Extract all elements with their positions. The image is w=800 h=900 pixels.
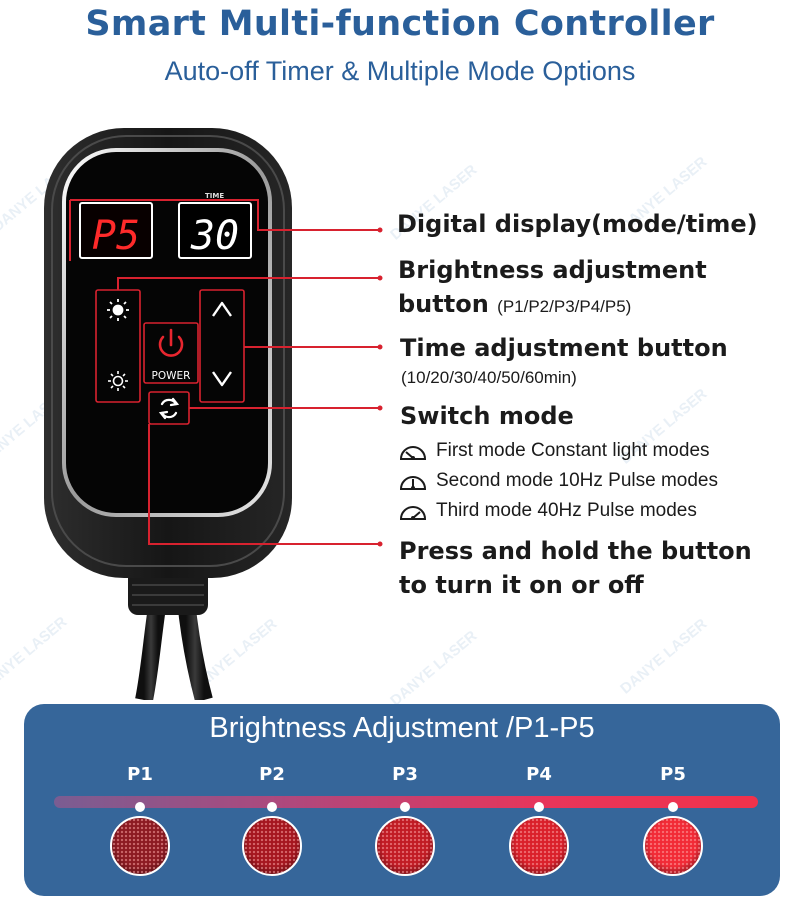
watermark: DANYE LASER	[387, 627, 481, 710]
brightness-panel-title: Brightness Adjustment /P1-P5	[209, 712, 595, 744]
level-label: P4	[526, 764, 552, 785]
watermark: DANYE LASER	[0, 153, 83, 236]
mode-item-third: Third mode 40Hz Pulse modes	[398, 500, 697, 522]
brightness-swatch-p5	[643, 816, 703, 876]
mode-item-label: First mode Constant light modes	[436, 440, 710, 461]
time-callout-title: Time adjustment button	[400, 334, 728, 362]
mode-item-label: Third mode 40Hz Pulse modes	[436, 500, 697, 521]
watermark: DANYE LASER	[0, 385, 71, 468]
mode-item-first: First mode Constant light modes	[398, 440, 710, 462]
level-marker-p2: P2	[232, 764, 312, 812]
brightness-panel: Brightness Adjustment /P1-P5 P1 P2 P3 P4…	[24, 704, 780, 896]
level-marker-p4: P4	[499, 764, 579, 812]
power-icon	[158, 328, 184, 357]
gauge-low-icon	[399, 446, 427, 460]
brightness-down-button[interactable]	[98, 358, 138, 400]
time-display	[178, 202, 252, 259]
watermark: DANYE LASER	[187, 615, 281, 698]
brightness-swatch-p2	[242, 816, 302, 876]
chevron-down-icon	[212, 371, 232, 387]
mode-item-second: Second mode 10Hz Pulse modes	[398, 470, 718, 492]
level-label: P3	[392, 764, 418, 785]
sun-dim-icon	[108, 371, 128, 391]
power-callout-line2: to turn it on or off	[399, 571, 644, 599]
level-label: P5	[660, 764, 686, 785]
level-dot	[135, 802, 145, 812]
time-caption: TIME	[205, 192, 224, 200]
mode-item-label: Second mode 10Hz Pulse modes	[436, 470, 718, 491]
page-title: Smart Multi-function Controller	[85, 4, 715, 44]
brightness-up-button[interactable]	[98, 292, 138, 336]
brightness-swatch-p3	[375, 816, 435, 876]
page-subtitle: Auto-off Timer & Multiple Mode Options	[164, 56, 636, 86]
gauge-mid-icon	[399, 476, 427, 490]
level-dot	[534, 802, 544, 812]
gauge-high-icon	[399, 506, 427, 520]
brightness-callout-title: Brightness adjustment	[398, 256, 707, 284]
brightness-callout-button-word: button	[398, 290, 489, 318]
power-callout-line1: Press and hold the button	[399, 537, 752, 565]
chevron-up-icon	[212, 301, 232, 317]
level-dot	[668, 802, 678, 812]
sun-bright-icon	[107, 299, 129, 321]
display-callout: Digital display(mode/time)	[397, 210, 758, 238]
power-button[interactable]: POWER	[143, 322, 199, 384]
watermark: DANYE LASER	[0, 613, 71, 696]
level-marker-p5: P5	[633, 764, 713, 812]
refresh-icon	[158, 397, 180, 420]
mode-display	[79, 202, 153, 259]
time-down-button[interactable]	[202, 358, 242, 400]
level-dot	[400, 802, 410, 812]
mode-readout: P5	[92, 213, 140, 259]
level-label: P1	[127, 764, 153, 785]
watermark: DANYE LASER	[617, 615, 711, 698]
level-dot	[267, 802, 277, 812]
time-up-button[interactable]	[202, 292, 242, 336]
brightness-swatch-p4	[509, 816, 569, 876]
level-marker-p3: P3	[365, 764, 445, 812]
level-marker-p1: P1	[100, 764, 180, 812]
level-label: P2	[259, 764, 285, 785]
brightness-swatch-p1	[110, 816, 170, 876]
time-callout-note: (10/20/30/40/50/60min)	[401, 368, 577, 387]
brightness-callout-note: (P1/P2/P3/P4/P5)	[497, 297, 632, 316]
time-readout: 30	[190, 213, 239, 259]
brightness-callout-line2: button (P1/P2/P3/P4/P5)	[398, 290, 631, 318]
mode-switch-button[interactable]	[148, 391, 190, 425]
switch-callout-title: Switch mode	[400, 402, 574, 430]
power-label: POWER	[152, 370, 191, 382]
